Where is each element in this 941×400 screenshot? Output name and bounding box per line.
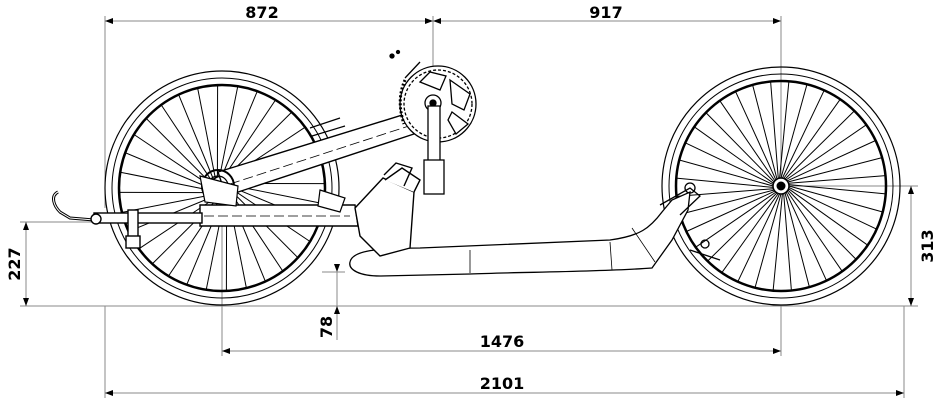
spoke — [788, 184, 886, 195]
spoke — [197, 87, 216, 179]
dimension-ground-clearance: 78 — [317, 316, 336, 338]
spoke — [788, 175, 886, 184]
spoke — [676, 177, 774, 188]
spoke — [125, 152, 211, 189]
dimension-rear-axle-height: 313 — [918, 229, 937, 262]
spoke — [695, 191, 777, 248]
spoke — [785, 124, 867, 181]
spoke — [783, 99, 841, 179]
rear-wheel — [661, 66, 901, 306]
spoke — [779, 81, 790, 179]
spoke — [178, 94, 214, 180]
spoke — [784, 110, 855, 180]
dimension-wheelbase: 1476 — [480, 332, 525, 351]
spoke — [219, 86, 239, 177]
spoke — [707, 192, 778, 262]
dimension-arrows — [23, 18, 914, 396]
spoke — [145, 117, 212, 184]
spoke — [786, 190, 843, 272]
spoke — [785, 191, 827, 281]
spoke — [788, 185, 883, 213]
spoke — [686, 190, 776, 232]
front-handle — [52, 190, 203, 249]
rear-wheel-spokes — [676, 81, 886, 291]
spoke — [786, 140, 876, 182]
spoke — [787, 189, 857, 260]
spoke — [737, 193, 781, 282]
spoke — [221, 91, 258, 177]
spoke — [705, 112, 775, 183]
spoke — [676, 188, 774, 197]
spoke — [788, 188, 868, 246]
drivetrain — [199, 117, 346, 213]
spoke — [752, 84, 778, 180]
dimension-crank-to-rear-axle: 917 — [589, 3, 622, 22]
spoke — [685, 142, 774, 186]
spoke — [780, 84, 808, 179]
spoke — [783, 193, 792, 291]
spoke — [735, 91, 777, 181]
dimension-front-to-crank: 872 — [245, 3, 278, 22]
spoke — [223, 99, 276, 177]
spoke — [694, 126, 774, 184]
spoke — [719, 100, 776, 182]
crank-assembly — [389, 49, 477, 195]
rear-frame — [659, 182, 721, 261]
spoke — [772, 193, 783, 291]
spoke — [721, 193, 779, 273]
spoke — [787, 157, 883, 183]
spoke — [754, 193, 782, 288]
spoke — [160, 104, 213, 182]
spoke — [770, 81, 779, 179]
spoke — [781, 90, 825, 179]
dimension-lines — [20, 16, 918, 398]
spoke — [120, 171, 211, 191]
spoke — [784, 192, 810, 288]
spoke — [679, 159, 774, 187]
spoke — [788, 186, 877, 230]
spoke — [679, 189, 775, 215]
spoke — [133, 134, 211, 187]
dimension-overall-length: 2101 — [480, 374, 525, 393]
dimension-handle-height: 227 — [5, 247, 24, 280]
